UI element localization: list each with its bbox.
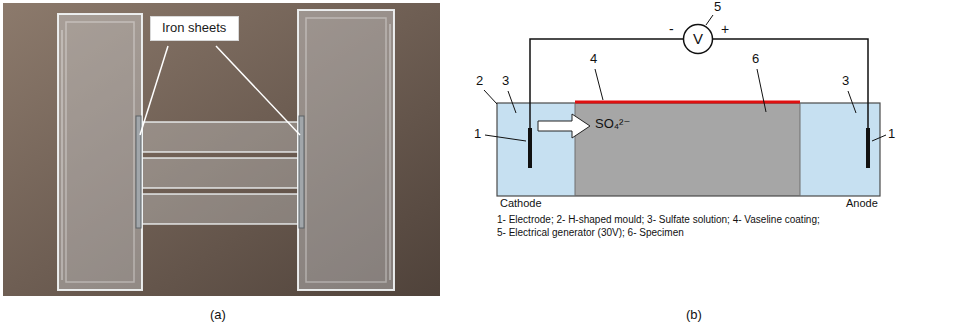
mould-inner-wall [306,18,386,282]
node-text: V [693,30,703,47]
vaseline-coating [575,101,800,104]
electrode [528,128,532,168]
leader-line [216,46,300,135]
mould-channel [142,194,298,224]
leader-line [508,91,516,113]
callout-number: 1 [474,127,481,142]
wire-stub [529,103,531,128]
plastic-highlight [390,24,391,280]
label-box: Iron sheets [150,16,239,41]
node-text: Iron sheets [162,21,226,36]
leader-line [872,135,886,141]
voltmeter-outline [684,25,713,54]
leader-line [485,135,526,141]
callout-number: 2 [476,74,483,89]
leader-line [484,90,497,104]
anode-compartment: Anode [800,103,880,196]
photo-background [3,3,440,296]
panel-label: (a) [210,308,226,323]
cathode-compartment: Cathode [497,103,575,196]
voltmeter-circle: V [682,23,714,55]
specimen-block: SO₄²⁻ [575,103,800,196]
mould-inner-wall [66,22,134,282]
polarity-sign: + [721,21,729,37]
legend-text: 1- Electrode; 2- H-shaped mould; 3- Sulf… [497,214,820,226]
wire-connector [530,39,684,103]
callout-number: 4 [590,52,597,67]
wire-connector [713,39,869,103]
leader-line [848,91,856,113]
cathode-solution [497,103,575,196]
mould-channel [142,158,298,188]
leader-line [757,69,766,112]
specimen-edge [800,103,801,196]
callout-number: 6 [752,52,759,67]
mould-channel [142,122,298,152]
wire-stub [867,103,869,128]
callout-number: 1 [888,127,895,142]
node-text: Cathode [500,197,542,210]
callout-number: 3 [842,74,849,89]
node-text: SO₄²⁻ [595,117,630,132]
leader-line [595,69,603,100]
iron-sheet [299,116,304,228]
node-text: Anode [846,197,878,210]
mould-outline [497,103,880,196]
mould-left-bar [58,14,142,290]
mould-right-bar [298,10,394,290]
polarity-sign: - [669,21,674,37]
leader-line [140,46,168,135]
leader-line [706,15,713,25]
migration-arrow [538,114,590,138]
plastic-highlight [62,30,63,280]
panel-label: (b) [686,308,702,323]
electrode [866,128,870,168]
callout-number: 3 [502,74,509,89]
specimen-body [575,103,800,196]
anode-solution [800,103,880,196]
callout-number: 5 [714,0,721,15]
legend-text: 5- Electrical generator (30V); 6- Specim… [497,227,684,239]
